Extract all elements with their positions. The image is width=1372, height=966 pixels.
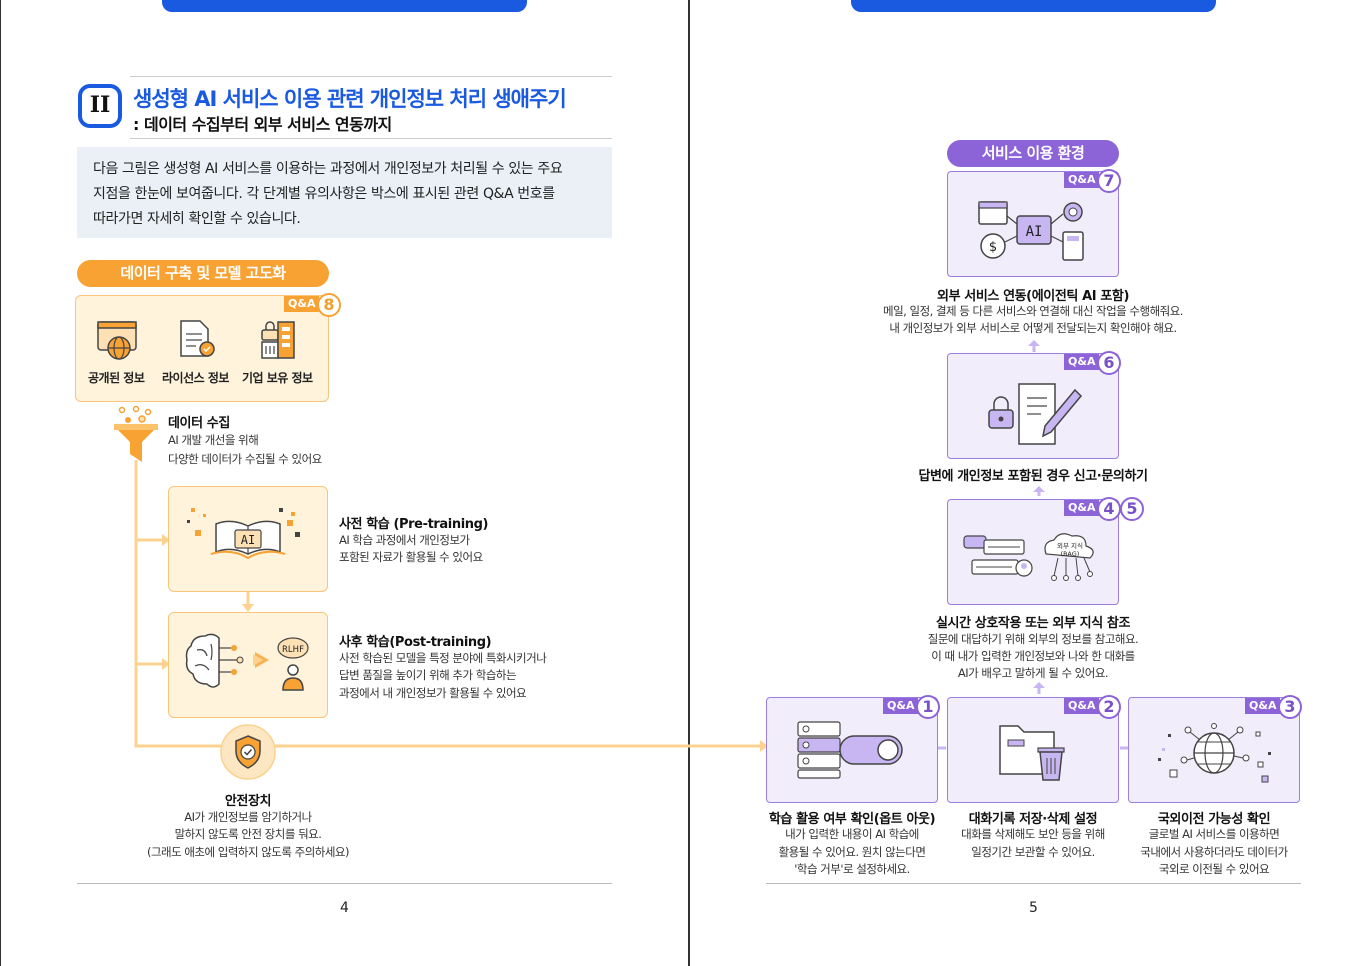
intro-line-1: 다음 그림은 생성형 AI 서비스를 이용하는 과정에서 개인정보가 처리될 수… — [93, 161, 563, 177]
server-toggle-icon — [797, 721, 903, 779]
qa-tag: Q&A — [1064, 698, 1100, 714]
left-page-tab — [162, 0, 527, 12]
brain-rlhf-icon: RLHF — [185, 633, 309, 691]
posttraining-line-3: 과정에서 내 개인정보가 활용될 수 있어요 — [339, 686, 527, 700]
stage-pill-service-env: 서비스 이용 환경 — [947, 140, 1119, 167]
box1-title: 학습 활용 여부 확인(옵트 아웃) — [768, 812, 936, 827]
rag-cloud-line-1: 외부 지식 — [1057, 541, 1083, 550]
qa-number-4: 4 — [1097, 497, 1121, 521]
box7-line-2: 내 개인정보가 외부 서비스로 어떻게 전달되는지 확인해야 해요. — [889, 321, 1177, 335]
qa-tag: Q&A — [1064, 500, 1100, 516]
right-page-tab — [851, 0, 1216, 12]
funnel-icon — [114, 405, 158, 462]
ai-services-hub-icon: $ AI — [978, 201, 1084, 261]
section-number-badge: II — [78, 84, 122, 128]
collect-line-2: 다양한 데이터가 수집될 수 있어요 — [168, 452, 322, 466]
box2-line-2: 일정기간 보관할 수 있어요. — [971, 845, 1095, 859]
pretraining-title: 사전 학습 (Pre-training) — [339, 517, 489, 532]
section-number: II — [89, 92, 111, 118]
intro-box: 다음 그림은 생성형 AI 서비스를 이용하는 과정에서 개인정보가 처리될 수… — [77, 147, 612, 238]
box45-line-3: AI가 배우고 말하게 될 수 있어요. — [957, 666, 1109, 680]
page-subtitle: : 데이터 수집부터 외부 서비스 연동까지 — [133, 115, 392, 134]
qa-number-8: 8 — [317, 293, 341, 317]
box45-line-1: 질문에 대답하기 위해 외부의 정보를 참고해요. — [927, 632, 1139, 646]
collect-line-1: AI 개발 개선을 위해 — [168, 433, 259, 447]
safety-title: 안전장치 — [224, 794, 272, 809]
company-building-lock-icon — [261, 321, 295, 359]
rlhf-icon-text: RLHF — [282, 645, 304, 655]
qa-number-3: 3 — [1278, 695, 1302, 719]
posttraining-line-2: 답변 품질을 높이기 위해 추가 학습하는 — [339, 668, 517, 682]
pretraining-line-1: AI 학습 과정에서 개인정보가 — [339, 533, 470, 547]
shield-check-icon — [220, 724, 276, 780]
box7-line-1: 메일, 일정, 결제 등 다른 서비스와 연결해 대신 작업을 수행해줘요. — [883, 304, 1183, 318]
box2-title: 대화기록 저장·삭제 설정 — [968, 812, 1098, 827]
page-divider — [688, 0, 690, 966]
page-number-right: 5 — [1029, 900, 1038, 916]
license-document-icon — [180, 320, 215, 357]
qa-tag: Q&A — [1064, 172, 1100, 188]
box3-line-3: 국외로 이전될 수 있어요 — [1158, 862, 1270, 876]
box3-title: 국외이전 가능성 확인 — [1157, 812, 1271, 827]
safety-line-2: 말하지 않도록 안전 장치를 둬요. — [174, 827, 322, 841]
ai-book-icon: AI — [187, 508, 300, 560]
ai-book-icon-text: AI — [241, 533, 255, 547]
collect-title: 데이터 수집 — [168, 416, 230, 431]
title-rule-bottom — [130, 138, 612, 139]
qa-number-5: 5 — [1120, 497, 1144, 521]
qa-number-6: 6 — [1097, 351, 1121, 375]
box6-title: 답변에 개인정보 포함된 경우 신고·문의하기 — [918, 469, 1148, 484]
box45-line-2: 이 때 내가 입력한 개인정보와 나와 한 대화를 — [931, 649, 1135, 663]
history-settings-box — [947, 697, 1119, 803]
left-footer-rule — [77, 883, 612, 884]
qa-number-2: 2 — [1097, 695, 1121, 719]
source-label-license: 라이선스 정보 — [162, 371, 229, 385]
chat-rag-cloud-icon: 외부 지식 (RAG) — [963, 533, 1094, 581]
source-label-public: 공개된 정보 — [88, 371, 145, 385]
box1-line-2: 활용될 수 있어요. 원치 않는다면 — [778, 845, 926, 859]
safety-line-1: AI가 개인정보를 암기하거나 — [184, 810, 312, 824]
page-number-left: 4 — [340, 900, 349, 916]
ai-hub-icon-text: AI — [1026, 224, 1043, 240]
qa-tag: Q&A — [883, 698, 919, 714]
source-label-company: 기업 보유 정보 — [242, 371, 313, 385]
box3-line-2: 국내에서 사용하더라도 데이터가 — [1140, 845, 1288, 859]
page-title: 생성형 AI 서비스 이용 관련 개인정보 처리 생애주기 — [133, 87, 567, 111]
global-network-icon — [1158, 723, 1271, 783]
stage-pill-data-building: 데이터 구축 및 모델 고도화 — [77, 260, 329, 287]
box7-title: 외부 서비스 연동(에이전틱 AI 포함) — [937, 289, 1129, 304]
title-rule-top — [130, 76, 612, 77]
box1-line-1: 내가 입력한 내용이 AI 학습에 — [785, 827, 919, 841]
document-lock-pen-icon — [988, 383, 1083, 445]
qa-number-1: 1 — [916, 695, 940, 719]
posttraining-title: 사후 학습(Post-training) — [339, 635, 492, 650]
right-footer-rule — [766, 883, 1301, 884]
qa-tag: Q&A — [1064, 354, 1100, 370]
left-page-border — [0, 0, 1, 966]
qa-tag: Q&A — [1245, 698, 1281, 714]
pretraining-line-2: 포함된 자료가 활용될 수 있어요 — [339, 550, 483, 564]
box45-title: 실시간 상호작용 또는 외부 지식 참조 — [935, 616, 1131, 631]
rag-cloud-line-2: (RAG) — [1061, 550, 1080, 558]
safety-line-3: (그래도 애초에 입력하지 않도록 주의하세요) — [146, 845, 350, 859]
svg-text:$: $ — [989, 240, 997, 255]
qa-tag: Q&A — [284, 296, 320, 312]
intro-line-3: 따라가면 자세히 확인할 수 있습니다. — [93, 211, 301, 227]
box2-line-1: 대화를 삭제해도 보안 등을 위해 — [961, 827, 1105, 841]
globe-monitor-icon — [97, 321, 137, 360]
box3-line-1: 글로벌 AI 서비스를 이용하면 — [1148, 827, 1280, 841]
intro-line-2: 지점을 한눈에 보여줍니다. 각 단계별 유의사항은 박스에 표시된 관련 Q&… — [93, 186, 555, 202]
folder-trash-icon — [999, 725, 1065, 781]
box1-line-3: '학습 거부'로 설정하세요. — [794, 862, 910, 876]
posttraining-line-1: 사전 학습된 모델을 특정 분야에 특화시키거나 — [339, 651, 547, 665]
qa-number-7: 7 — [1097, 169, 1121, 193]
